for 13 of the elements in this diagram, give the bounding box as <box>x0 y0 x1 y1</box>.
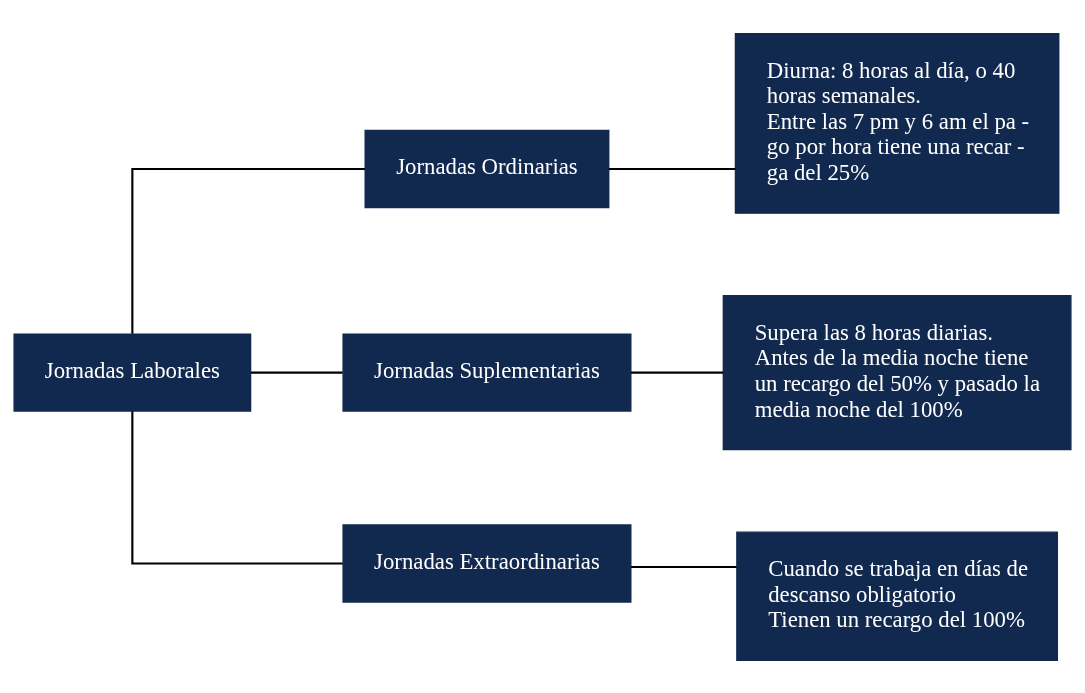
connector <box>608 167 736 170</box>
node-box: Jornadas Laborales <box>13 332 252 412</box>
node-box: Jornadas Ordinarias <box>364 129 610 208</box>
node-box: Jornadas Suplementarias <box>342 332 632 412</box>
node-box: Diurna: 8 horas al día, o 40 horas semanales. Entre las 7 pm y 6 am el pa - go por hora tiene una recar - ga del 25% <box>734 32 1060 214</box>
node-box: Jornadas Extraordinarias <box>342 523 632 603</box>
node-box: Supera las 8 horas diarias. Antes de la media noche tiene un recargo del 50% y pasado la media noche del 100% <box>722 294 1072 450</box>
connector <box>250 371 343 374</box>
connector <box>631 565 737 568</box>
connector <box>631 371 724 374</box>
connector <box>131 410 343 565</box>
connector <box>131 167 365 334</box>
node-box: Cuando se trabaja en días de descanso obligatorio Tienen un recargo del 100% <box>736 530 1058 661</box>
